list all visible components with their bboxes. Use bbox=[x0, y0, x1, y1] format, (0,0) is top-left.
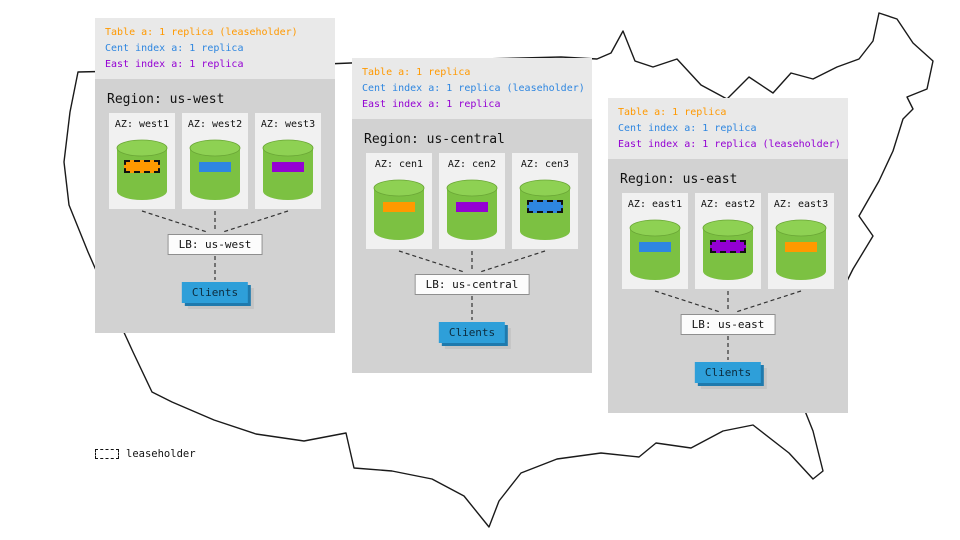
annotation-table-replica: Table a: 1 replica bbox=[618, 107, 727, 118]
replica-annotations-us-west: Table a: 1 replica (leaseholder) Cent in… bbox=[95, 18, 335, 79]
az-label: AZ: east3 bbox=[773, 199, 829, 210]
az-label: AZ: cen3 bbox=[520, 159, 570, 170]
az-label: AZ: west3 bbox=[260, 119, 316, 130]
database-cylinder bbox=[702, 219, 754, 281]
database-cylinder-icon bbox=[629, 219, 681, 280]
az-box-west1: AZ: west1 bbox=[109, 113, 175, 209]
replica-bar bbox=[124, 160, 160, 173]
annotation-cent-index-replica: Cent index a: 1 replica bbox=[618, 123, 757, 134]
region-panel-us-central: Region: us-central AZ: cen1 AZ: cen2 bbox=[352, 119, 592, 373]
az-label: AZ: east2 bbox=[700, 199, 756, 210]
database-cylinder bbox=[446, 179, 498, 241]
replica-bar bbox=[456, 202, 488, 212]
az-row: AZ: west1 AZ: west2 bbox=[109, 113, 321, 209]
replica-bar bbox=[785, 242, 817, 252]
region-panel-us-west: Region: us-west AZ: west1 AZ: west2 bbox=[95, 79, 335, 333]
annotation-cent-index-replica: Cent index a: 1 replica (leaseholder) bbox=[362, 83, 585, 94]
database-cylinder-icon bbox=[262, 139, 314, 200]
region-title: Region: us-central bbox=[364, 132, 505, 147]
replica-bar bbox=[639, 242, 671, 252]
az-box-cen2: AZ: cen2 bbox=[439, 153, 505, 249]
az-label: AZ: cen2 bbox=[447, 159, 497, 170]
region-group-us-west: Table a: 1 replica (leaseholder) Cent in… bbox=[95, 18, 335, 333]
annotation-table-replica: Table a: 1 replica bbox=[362, 67, 471, 78]
az-box-east2: AZ: east2 bbox=[695, 193, 761, 289]
annotation-east-index-replica: East index a: 1 replica bbox=[105, 59, 244, 70]
legend: leaseholder bbox=[95, 448, 196, 460]
annotation-east-index-replica: East index a: 1 replica (leaseholder) bbox=[618, 139, 841, 150]
replica-bar bbox=[199, 162, 231, 172]
clients-box: Clients bbox=[438, 322, 506, 343]
replica-annotations-us-east: Table a: 1 replica Cent index a: 1 repli… bbox=[608, 98, 848, 159]
az-box-cen3: AZ: cen3 bbox=[512, 153, 578, 249]
replica-bar bbox=[383, 202, 415, 212]
leaseholder-swatch-icon bbox=[95, 449, 119, 459]
clients-box: Clients bbox=[694, 362, 762, 383]
database-cylinder bbox=[373, 179, 425, 241]
legend-label: leaseholder bbox=[126, 448, 196, 460]
database-cylinder-icon bbox=[189, 139, 241, 200]
az-box-east3: AZ: east3 bbox=[768, 193, 834, 289]
database-cylinder bbox=[629, 219, 681, 281]
database-cylinder-icon bbox=[775, 219, 827, 280]
az-box-east1: AZ: east1 bbox=[622, 193, 688, 289]
database-cylinder bbox=[116, 139, 168, 201]
annotation-table-replica: Table a: 1 replica (leaseholder) bbox=[105, 27, 298, 38]
annotation-cent-index-replica: Cent index a: 1 replica bbox=[105, 43, 244, 54]
replica-bar bbox=[272, 162, 304, 172]
region-group-us-east: Table a: 1 replica Cent index a: 1 repli… bbox=[608, 98, 848, 413]
database-cylinder-icon bbox=[373, 179, 425, 240]
az-row: AZ: east1 AZ: east2 bbox=[622, 193, 834, 289]
annotation-east-index-replica: East index a: 1 replica bbox=[362, 99, 501, 110]
load-balancer-us-central: LB: us-central bbox=[414, 274, 530, 295]
database-cylinder-icon bbox=[446, 179, 498, 240]
replica-annotations-us-central: Table a: 1 replica Cent index a: 1 repli… bbox=[352, 58, 592, 119]
az-box-west3: AZ: west3 bbox=[255, 113, 321, 209]
replica-bar bbox=[527, 200, 563, 213]
load-balancer-us-west: LB: us-west bbox=[167, 234, 263, 255]
database-cylinder bbox=[519, 179, 571, 241]
clients-box: Clients bbox=[181, 282, 249, 303]
region-title: Region: us-east bbox=[620, 172, 738, 187]
az-label: AZ: east1 bbox=[627, 199, 683, 210]
database-cylinder bbox=[262, 139, 314, 201]
az-row: AZ: cen1 AZ: cen2 bbox=[366, 153, 578, 249]
database-cylinder bbox=[189, 139, 241, 201]
az-box-west2: AZ: west2 bbox=[182, 113, 248, 209]
replica-bar bbox=[710, 240, 746, 253]
region-panel-us-east: Region: us-east AZ: east1 AZ: east2 bbox=[608, 159, 848, 413]
load-balancer-us-east: LB: us-east bbox=[680, 314, 776, 335]
az-label: AZ: west2 bbox=[187, 119, 243, 130]
az-box-cen1: AZ: cen1 bbox=[366, 153, 432, 249]
database-cylinder bbox=[775, 219, 827, 281]
region-group-us-central: Table a: 1 replica Cent index a: 1 repli… bbox=[352, 58, 592, 373]
az-label: AZ: west1 bbox=[114, 119, 170, 130]
region-title: Region: us-west bbox=[107, 92, 225, 107]
az-label: AZ: cen1 bbox=[374, 159, 424, 170]
